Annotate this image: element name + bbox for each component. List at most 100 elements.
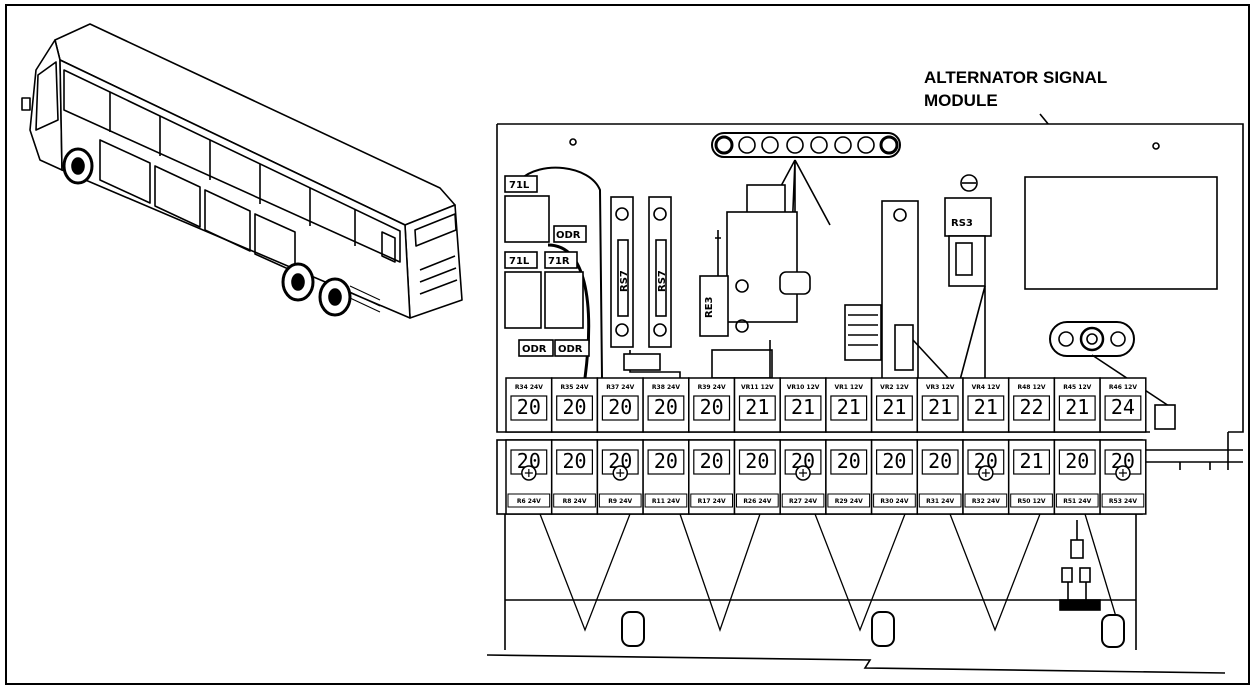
label-71l-mid: 71L	[509, 256, 530, 267]
label-odr-3: ODR	[558, 344, 583, 355]
relay-number: 20	[928, 449, 952, 473]
relay-tag: R30 24V	[880, 498, 908, 505]
relay-number: 20	[745, 449, 769, 473]
relay-tag: R48 12V	[1018, 384, 1046, 391]
coach-bus-illustration	[21, 23, 463, 319]
relay-number: 20	[1065, 449, 1089, 473]
label-71r: 71R	[548, 256, 570, 267]
relay: 21 R45 12V	[1053, 377, 1101, 433]
relay-number: 20	[700, 395, 724, 419]
re3-assembly: RE3	[699, 184, 811, 380]
relay-number: 20	[563, 449, 587, 473]
callout-line-1: ALTERNATOR SIGNAL	[924, 68, 1107, 87]
relay-number: 20	[837, 449, 861, 473]
relay-number: 22	[1020, 395, 1044, 419]
left-relay-cluster: 71L ODR 71L 71R ODR ODR	[504, 166, 603, 379]
relay-tag: R9 24V	[608, 498, 632, 505]
relay-number: 20	[654, 395, 678, 419]
relay: 21 VR1 12V	[825, 377, 873, 433]
relay: 20 R39 24V	[688, 377, 736, 433]
relay-number: 21	[974, 395, 998, 419]
relay-tag: R17 24V	[698, 498, 726, 505]
relay-number: 21	[745, 395, 769, 419]
alternator-signal-module	[1024, 176, 1218, 290]
relay-tag: R27 24V	[789, 498, 817, 505]
relay: 20 R8 24V	[550, 439, 599, 515]
relay-tag: VR11 12V	[741, 384, 774, 391]
relay-tag: R35 24V	[561, 384, 589, 391]
relay: 20 R37 24V	[596, 377, 644, 433]
relay: 21 VR10 12V	[779, 377, 827, 433]
relay: 21 VR2 12V	[870, 377, 919, 433]
relay-number: 21	[1020, 449, 1044, 473]
rs3-relay: RS3	[944, 174, 992, 381]
relay-tag: VR10 12V	[787, 384, 820, 391]
relay-number: 20	[517, 395, 541, 419]
rs7-right-label: RS7	[657, 270, 668, 292]
relay-tag: R31 24V	[926, 498, 954, 505]
vertical-bracket	[844, 200, 951, 381]
relay-tag: R39 24V	[698, 384, 726, 391]
relay: 20 R35 24V	[550, 377, 599, 433]
rs7-left-label: RS7	[619, 270, 630, 292]
rs3-label: RS3	[951, 218, 973, 229]
rs7-resistors: RS7 RS7	[610, 196, 681, 380]
relay-tag: VR1 12V	[834, 384, 863, 391]
relay-tag: R29 24V	[835, 498, 863, 505]
relay: 21 VR4 12V	[962, 377, 1010, 433]
relay: 24 R46 12V	[1099, 377, 1147, 433]
callout-line-2: MODULE	[924, 91, 998, 110]
relay-tag: R45 12V	[1063, 384, 1091, 391]
relay: 20 R34 24V	[505, 377, 553, 433]
relay: 21 VR11 12V	[733, 377, 781, 433]
relay-number: 20	[654, 449, 678, 473]
relay-number: 24	[1111, 395, 1135, 419]
relay-number: 21	[837, 395, 861, 419]
relay-tag: R34 24V	[515, 384, 543, 391]
relay-tag: R8 24V	[563, 498, 587, 505]
grommet-plate	[1049, 321, 1176, 411]
relay-tag: R53 24V	[1109, 498, 1137, 505]
relay-tag: R11 24V	[652, 498, 680, 505]
relay-number: 20	[608, 395, 632, 419]
relay: 21 VR3 12V	[916, 377, 964, 433]
relay-tag: VR4 12V	[972, 384, 1001, 391]
relay-number: 21	[928, 395, 952, 419]
relay: 20 R38 24V	[642, 377, 690, 433]
relay-number: 21	[1065, 395, 1089, 419]
relay-tag: R46 12V	[1109, 384, 1137, 391]
relay-tag: R38 24V	[652, 384, 680, 391]
label-71l-top: 71L	[509, 180, 530, 191]
relay-tag: R37 24V	[606, 384, 634, 391]
relay-tag: VR3 12V	[926, 384, 955, 391]
relay-number: 20	[882, 449, 906, 473]
relay-tag: R50 12V	[1018, 498, 1046, 505]
relay-tag: R32 24V	[972, 498, 1000, 505]
relay-number: 21	[791, 395, 815, 419]
relay-tag: R51 24V	[1063, 498, 1091, 505]
relay-tag: R26 24V	[743, 498, 771, 505]
relay-number: 20	[700, 449, 724, 473]
relay-tag: VR2 12V	[880, 384, 909, 391]
top-relay-row: 20 R34 24V 20 R35 24V 20 R37 24V 20 R38 24V 20 R3…	[505, 377, 1147, 433]
re3-label: RE3	[704, 296, 715, 318]
relay: 22 R48 12V	[1007, 377, 1056, 433]
label-odr-1: ODR	[556, 230, 581, 241]
relay-number: 21	[882, 395, 906, 419]
relay-number: 20	[563, 395, 587, 419]
